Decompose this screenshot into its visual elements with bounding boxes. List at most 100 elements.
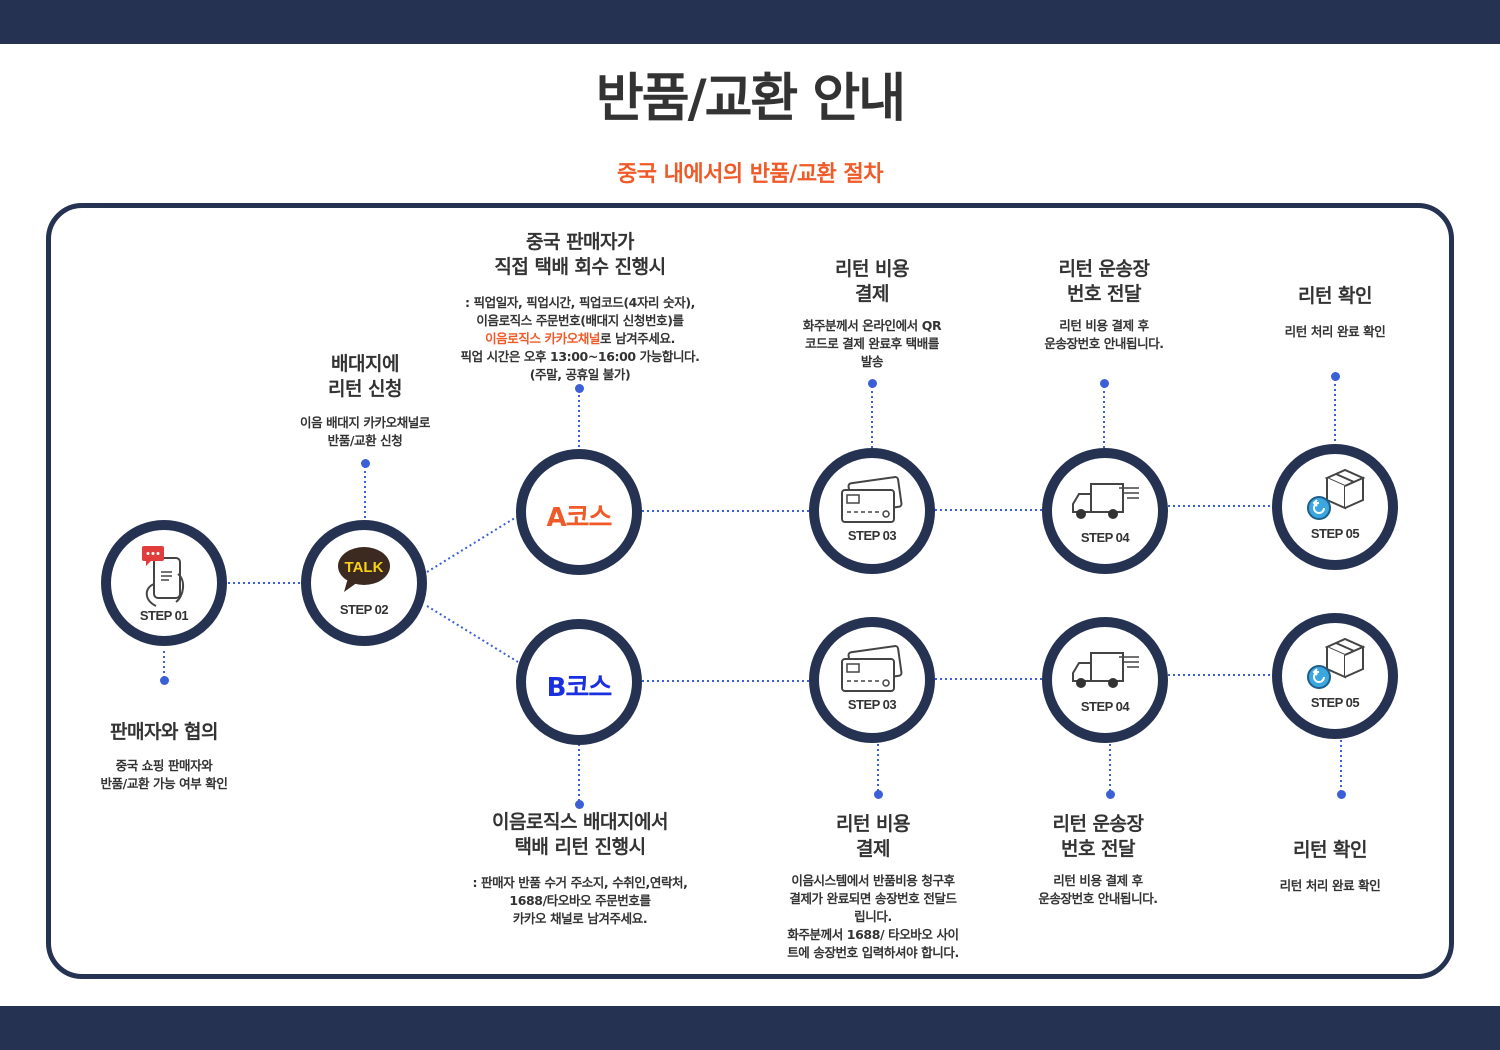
connector-step02-a (426, 515, 519, 573)
course-b-label: B코스 (546, 673, 613, 703)
return-box-icon (1282, 635, 1388, 691)
course-a-desc-3: 이음로직스 카카오채널로 남겨주세요. (485, 331, 675, 346)
b-step03-title-1: 리턴 비용 (835, 813, 911, 835)
step01-desc-2: 반품/교환 가능 여부 확인 (100, 776, 228, 791)
a-step05-title: 리턴 확인 (1297, 285, 1373, 307)
b-step05-node: STEP 05 (1272, 613, 1398, 739)
b-step04-title-2: 번호 전달 (1060, 838, 1136, 860)
a-step03-text: 리턴 비용 결제 화주분께서 온라인에서 QR 코드로 결제 완료후 택배를 발… (772, 257, 972, 371)
dot-b-step05 (1337, 790, 1346, 799)
step02-node: TALK STEP 02 (301, 520, 427, 646)
course-b-text: 이음로직스 배대지에서 택배 리턴 진행시 : 판매자 반품 수거 주소지, 수… (420, 810, 740, 928)
course-a-label: A코스 (546, 503, 613, 533)
course-b-node: B코스 (516, 619, 642, 745)
delivery-truck-icon (1052, 480, 1158, 524)
a-step03-title-1: 리턴 비용 (834, 258, 910, 280)
kakao-talk-text: TALK (345, 559, 384, 576)
page-title: 반품/교환 안내 (595, 69, 906, 129)
dot-a-step03 (868, 379, 877, 388)
a-step05-text: 리턴 확인 리턴 처리 완료 확인 (1235, 284, 1435, 341)
page-subtitle: 중국 내에서의 반품/교환 절차 (617, 162, 883, 187)
dot-a-step04 (1100, 379, 1109, 388)
course-a-title-1: 중국 판매자가 (526, 231, 635, 253)
card-payment-icon (819, 645, 925, 693)
b-step03-desc-4: 화주분께서 1688/ 타오바오 사이 (787, 927, 959, 942)
delivery-truck-icon (1052, 649, 1158, 693)
top-bar (0, 0, 1500, 44)
process-frame (46, 203, 1454, 979)
b-step04-text: 리턴 운송장 번호 전달 리턴 비용 결제 후 운송장번호 안내됩니다. (998, 812, 1198, 908)
a-step04-desc-1: 리턴 비용 결제 후 (1059, 318, 1149, 333)
a-step04-title-1: 리턴 운송장 (1058, 258, 1150, 280)
step02-title-1: 배대지에 (331, 353, 399, 375)
card-payment-icon (819, 476, 925, 524)
course-b-desc-3: 카카오 채널로 남겨주세요. (512, 911, 648, 926)
kakao-talk-icon: TALK (311, 546, 417, 594)
b-step03-label: STEP 03 (847, 697, 897, 712)
a-step04-node: STEP 04 (1042, 448, 1168, 574)
course-a-desc-1: : 픽업일자, 픽업시간, 픽업코드(4자리 숫자), (465, 295, 695, 310)
b-step03-node: STEP 03 (809, 617, 935, 743)
b-step05-desc: 리턴 처리 완료 확인 (1279, 878, 1381, 893)
b-step04-desc-2: 운송장번호 안내됩니다. (1038, 891, 1158, 906)
a-step04-text: 리턴 운송장 번호 전달 리턴 비용 결제 후 운송장번호 안내됩니다. (1004, 257, 1204, 353)
step01-node: STEP 01 (101, 520, 227, 646)
a-step04-desc-2: 운송장번호 안내됩니다. (1044, 336, 1164, 351)
course-a-desc-2: 이음로직스 주문번호(배대지 신청번호)를 (476, 313, 684, 328)
step02-title-2: 리턴 신청 (327, 378, 403, 400)
course-b-desc-2: 1688/타오바오 주문번호를 (509, 893, 651, 908)
kakao-channel-highlight: 이음로직스 카카오채널 (485, 331, 601, 346)
a-step05-label: STEP 05 (1310, 526, 1360, 541)
connector-step02-b (426, 605, 519, 663)
dot-b-step03 (874, 790, 883, 799)
dot-step01 (160, 676, 169, 685)
a-step03-desc-3: 발송 (860, 354, 884, 369)
a-step04-label: STEP 04 (1080, 530, 1130, 545)
a-step05-desc: 리턴 처리 완료 확인 (1284, 324, 1386, 339)
phone-chat-icon (111, 544, 217, 612)
a-step03-title-2: 결제 (855, 283, 889, 305)
course-a-desc-5: (주말, 공휴일 불가) (529, 367, 631, 382)
b-step04-title-1: 리턴 운송장 (1052, 813, 1144, 835)
b-step03-desc-5: 트에 송장번호 입력하셔야 합니다. (787, 945, 959, 960)
course-a-desc-4: 픽업 시간은 오후 13:00~16:00 가능합니다. (460, 349, 700, 364)
b-step04-desc-1: 리턴 비용 결제 후 (1053, 873, 1143, 888)
b-step05-label: STEP 05 (1310, 695, 1360, 710)
b-step03-desc-3: 립니다. (854, 909, 892, 924)
course-b-desc-1: : 판매자 반품 수거 주소지, 수취인,연락처, (472, 875, 688, 890)
a-step04-title-2: 번호 전달 (1066, 283, 1142, 305)
course-b-title-1: 이음로직스 배대지에서 (492, 811, 668, 833)
a-step03-desc-1: 화주분께서 온라인에서 QR (802, 318, 942, 333)
b-step03-text: 리턴 비용 결제 이음시스템에서 반품비용 청구후 결제가 완료되면 송장번호 … (758, 812, 988, 962)
course-a-text: 중국 판매자가 직접 택배 회수 진행시 : 픽업일자, 픽업시간, 픽업코드(… (420, 230, 740, 384)
step01-label: STEP 01 (139, 608, 189, 623)
bottom-bar (0, 1006, 1500, 1050)
a-step05-node: STEP 05 (1272, 444, 1398, 570)
step01-title: 판매자와 협의 (110, 721, 219, 743)
dot-a-step05 (1331, 372, 1340, 381)
dot-step02 (361, 459, 370, 468)
step02-desc-2: 반품/교환 신청 (327, 433, 403, 448)
b-step03-desc-1: 이음시스템에서 반품비용 청구후 (791, 873, 955, 888)
dot-course-b (575, 800, 584, 809)
step02-text: 배대지에 리턴 신청 이음 배대지 카카오채널로 반품/교환 신청 (265, 352, 465, 450)
course-a-node: A코스 (516, 449, 642, 575)
step01-text: 판매자와 협의 중국 쇼핑 판매자와 반품/교환 가능 여부 확인 (64, 720, 264, 793)
a-step03-desc-2: 코드로 결제 완료후 택배를 (805, 336, 939, 351)
b-step03-title-2: 결제 (856, 838, 890, 860)
b-step05-text: 리턴 확인 리턴 처리 완료 확인 (1230, 838, 1430, 895)
return-box-icon (1282, 466, 1388, 522)
a-step03-node: STEP 03 (809, 448, 935, 574)
course-a-title-2: 직접 택배 회수 진행시 (494, 256, 666, 278)
dot-b-step04 (1106, 790, 1115, 799)
a-step03-label: STEP 03 (847, 528, 897, 543)
dot-course-a (575, 384, 584, 393)
step01-desc-1: 중국 쇼핑 판매자와 (115, 758, 213, 773)
b-step03-desc-2: 결제가 완료되면 송장번호 전달드 (789, 891, 957, 906)
b-step04-node: STEP 04 (1042, 617, 1168, 743)
b-step05-title: 리턴 확인 (1292, 839, 1368, 861)
step02-desc-1: 이음 배대지 카카오채널로 (299, 415, 430, 430)
course-b-title-2: 택배 리턴 진행시 (514, 836, 646, 858)
b-step04-label: STEP 04 (1080, 699, 1130, 714)
